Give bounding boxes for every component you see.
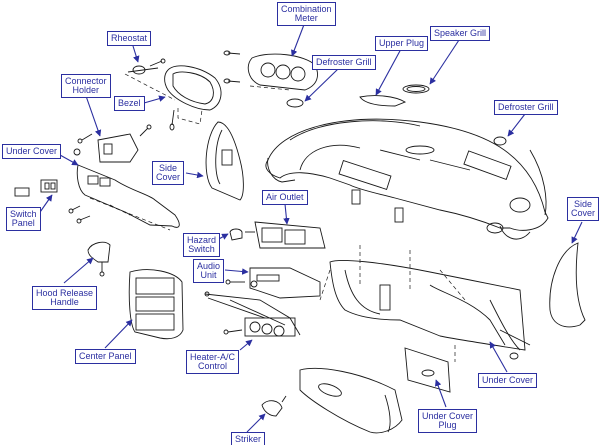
connector-holder-illustration xyxy=(73,124,152,163)
label-under-cover-plug: Under Cover Plug xyxy=(418,409,478,433)
label-audio-unit: Audio Unit xyxy=(193,259,225,283)
switch-panel-illustration xyxy=(14,179,58,197)
combination-meter-illustration xyxy=(223,50,318,91)
label-side-cover-left: Side Cover xyxy=(152,161,185,185)
side-cover-right-illustration xyxy=(549,242,586,328)
label-striker: Striker xyxy=(231,432,266,445)
rheostat-illustration xyxy=(124,58,176,101)
heater-ac-control-illustration xyxy=(204,291,301,337)
striker-illustration xyxy=(261,395,287,417)
center-panel-illustration xyxy=(128,269,184,340)
label-upper-plug: Upper Plug xyxy=(375,36,429,51)
glove-box-illustration xyxy=(299,368,403,434)
side-cover-left-illustration xyxy=(205,121,244,201)
audio-unit-illustration xyxy=(225,267,321,299)
hood-release-handle-illustration xyxy=(87,241,111,277)
under-cover-left-illustration xyxy=(68,164,180,231)
label-switch-panel: Switch Panel xyxy=(6,207,41,231)
label-hood-release-handle: Hood Release Handle xyxy=(32,286,98,310)
label-connector-holder: Connector Holder xyxy=(61,74,111,98)
label-air-outlet: Air Outlet xyxy=(262,190,308,205)
label-defroster-grill-right: Defroster Grill xyxy=(494,100,558,115)
label-center-panel: Center Panel xyxy=(75,349,136,364)
label-under-cover-left: Under Cover xyxy=(2,144,62,159)
label-side-cover-right: Side Cover xyxy=(567,197,600,221)
small-parts-illustration xyxy=(286,84,507,146)
dashboard-illustration xyxy=(265,118,549,360)
bezel-illustration xyxy=(164,65,222,131)
label-bezel: Bezel xyxy=(114,96,145,111)
label-heater-ac-control: Heater-A/C Control xyxy=(186,350,240,374)
hazard-switch-illustration xyxy=(229,228,243,241)
label-speaker-grill: Speaker Grill xyxy=(430,26,491,41)
under-cover-plug-illustration xyxy=(404,345,456,393)
label-rheostat: Rheostat xyxy=(107,31,152,46)
label-hazard-switch: Hazard Switch xyxy=(183,233,221,257)
air-outlet-illustration xyxy=(245,221,326,249)
label-defroster-grill-left: Defroster Grill xyxy=(312,55,376,70)
label-combination-meter: Combination Meter xyxy=(277,2,336,26)
label-under-cover-right: Under Cover xyxy=(478,373,538,388)
